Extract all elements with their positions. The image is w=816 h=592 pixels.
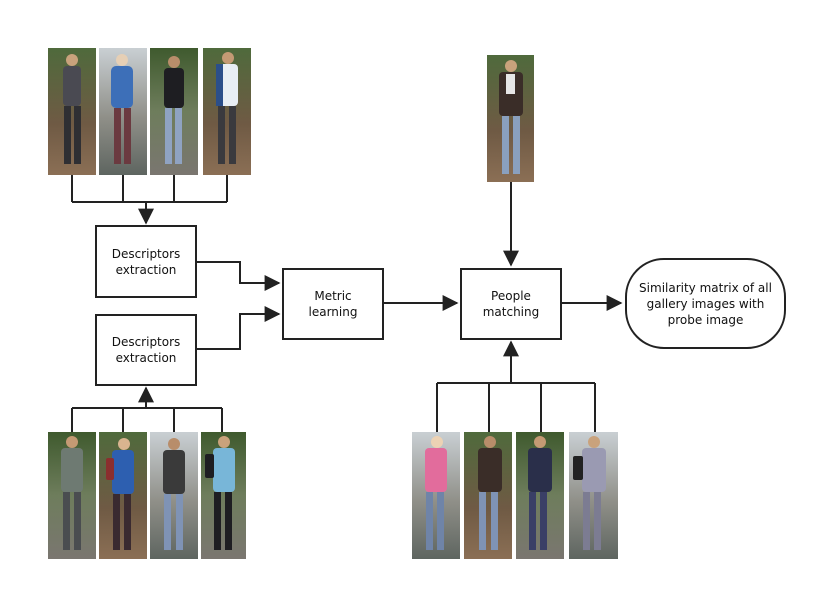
- arrow-descriptors-bottom-to-metric: [196, 306, 281, 350]
- similarity-matrix-box: [625, 258, 786, 349]
- training-photos-bottom: [48, 432, 246, 559]
- training-photos-top: [48, 48, 251, 175]
- person-photo-3: [150, 48, 198, 175]
- person-photo-7: [150, 432, 198, 559]
- probe-photo: [487, 55, 534, 182]
- gallery-photo-1: [412, 432, 460, 559]
- person-photo-5: [48, 432, 96, 559]
- descriptors-top-box: [95, 225, 197, 298]
- arrow-descriptors-top-to-metric: [196, 261, 281, 291]
- descriptors-bottom-box: [95, 314, 197, 386]
- person-photo-6: [99, 432, 147, 559]
- person-photo-2: [99, 48, 147, 175]
- top-photos-connector: [71, 175, 228, 225]
- gallery-photo-2: [464, 432, 512, 559]
- bottom-photos-connector: [71, 386, 223, 432]
- people-matching-box: [460, 268, 562, 340]
- connectors: [71, 175, 623, 432]
- person-photo-4: [203, 48, 251, 175]
- person-photo-1: [48, 48, 96, 175]
- gallery-photo-3: [516, 432, 564, 559]
- metric-learning-box: [282, 268, 384, 340]
- gallery-photo-4: [569, 432, 618, 559]
- person-photo-8: [201, 432, 246, 559]
- gallery-photos: [412, 432, 618, 559]
- gallery-connector: [436, 340, 596, 432]
